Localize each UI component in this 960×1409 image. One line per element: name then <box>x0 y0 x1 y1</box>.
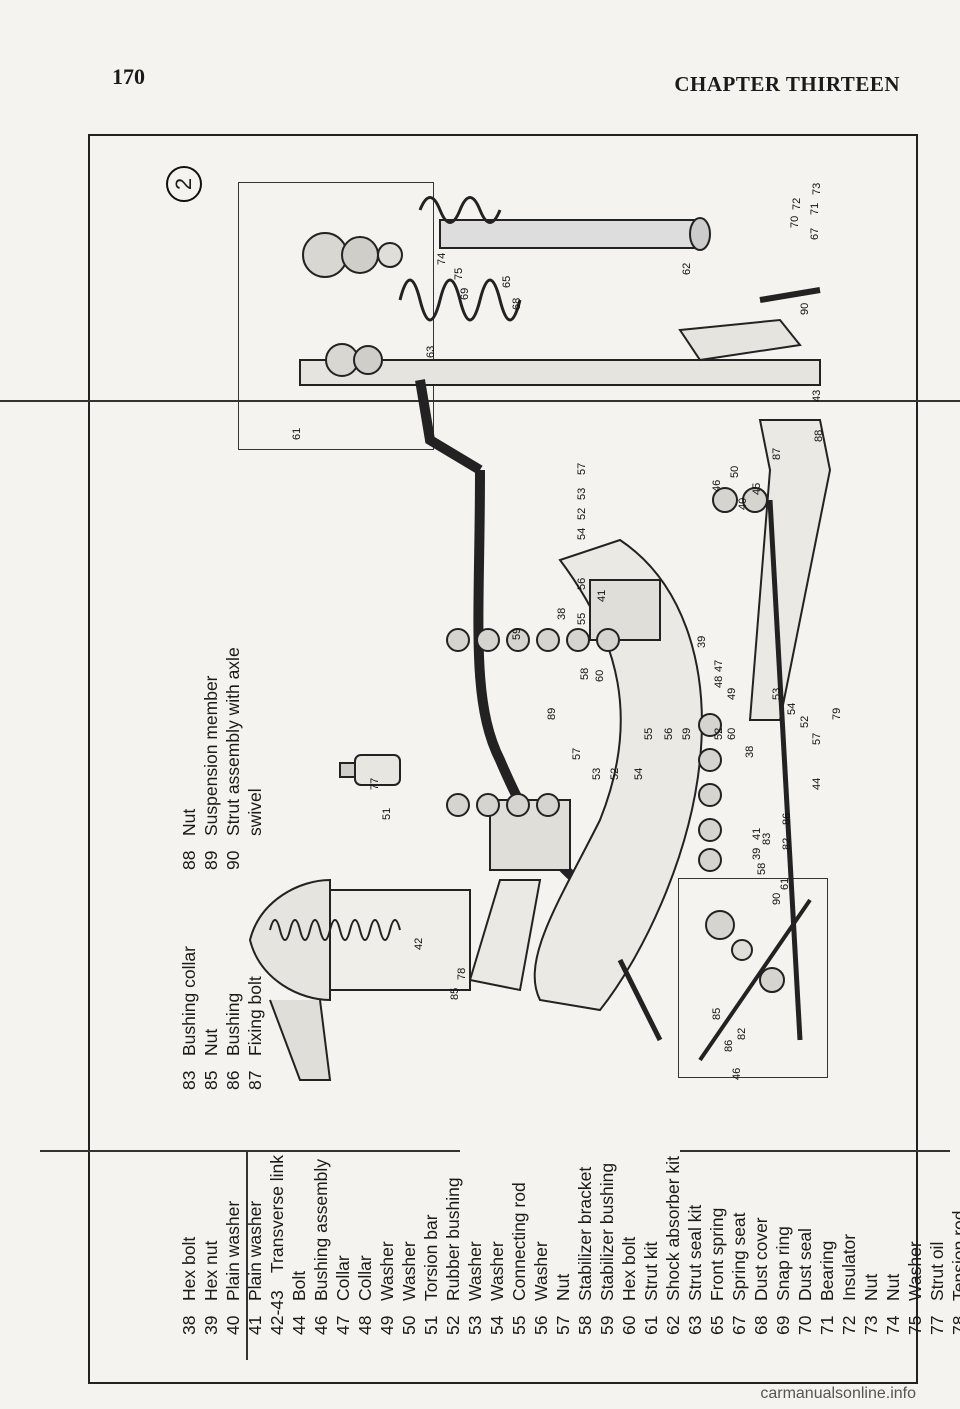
callout-label: 82 <box>736 1028 748 1040</box>
callout-label: 88 <box>813 430 825 442</box>
callout-label: 52 <box>576 508 588 520</box>
legend-divider-right <box>680 1150 950 1152</box>
callout-label: 68 <box>511 298 523 310</box>
callout-label: 57 <box>571 748 583 760</box>
callout-label: 57 <box>576 463 588 475</box>
callout-label: 67 <box>809 228 821 240</box>
callout-label: 40 <box>737 498 749 510</box>
suspension-member <box>489 538 703 1012</box>
callout-label: 54 <box>576 528 588 540</box>
callout-label: 52 <box>799 716 811 728</box>
callout-label: 59 <box>511 628 523 640</box>
callout-label: 39 <box>696 636 708 648</box>
callout-label: 45 <box>751 483 763 495</box>
legend-divider-left <box>40 1150 460 1152</box>
callout-label: 59 <box>681 728 693 740</box>
callout-label: 55 <box>576 613 588 625</box>
callout-label: 61 <box>291 428 303 440</box>
page-number: 170 <box>112 64 145 89</box>
callout-label: 79 <box>831 708 843 720</box>
legend-divider-top <box>0 400 960 402</box>
callout-label: 87 <box>771 448 783 460</box>
callout-label: 83 <box>761 833 773 845</box>
callout-label: 71 <box>809 203 821 215</box>
callout-label: 38 <box>556 608 568 620</box>
callout-label: 74 <box>436 253 448 265</box>
callout-label: 78 <box>456 968 468 980</box>
figure-frame <box>88 134 918 1384</box>
callout-label: 70 <box>789 216 801 228</box>
callout-label: 55 <box>643 728 655 740</box>
callout-label: 56 <box>663 728 675 740</box>
callout-label: 65 <box>501 276 513 288</box>
callout-label: 85 <box>711 1008 723 1020</box>
bushing-inset-box <box>678 878 828 1078</box>
callout-label: 86 <box>781 813 793 825</box>
callout-label: 69 <box>459 288 471 300</box>
callout-label: 47 <box>713 660 725 672</box>
callout-label: 41 <box>596 590 608 602</box>
callout-label: 53 <box>591 768 603 780</box>
callout-label: 46 <box>711 480 723 492</box>
callout-label: 77 <box>369 778 381 790</box>
callout-label: 57 <box>811 733 823 745</box>
strut-oil-bottle <box>339 754 401 786</box>
callout-label: 48 <box>713 676 725 688</box>
tension-rod <box>617 499 803 1042</box>
callout-label: 60 <box>594 670 606 682</box>
bushing-stacks <box>446 487 768 872</box>
callout-label: 52 <box>609 768 621 780</box>
callout-label: 90 <box>799 303 811 315</box>
callout-label: 61 <box>779 878 791 890</box>
callout-label: 39 <box>751 848 763 860</box>
callout-label: 85 <box>449 988 461 1000</box>
callout-label: 41 <box>751 828 763 840</box>
callout-label: 50 <box>729 466 741 478</box>
watermark: carmanualsonline.info <box>760 1385 916 1402</box>
callout-label: 72 <box>791 198 803 210</box>
callout-label: 63 <box>425 346 437 358</box>
callout-label: 53 <box>576 488 588 500</box>
callout-label: 38 <box>744 746 756 758</box>
legend-column-rule <box>246 1150 248 1360</box>
callout-label: 58 <box>756 863 768 875</box>
callout-labels: 73 72 71 70 67 90 62 74 75 69 65 68 63 61 43 88 87 50 45 46… <box>291 183 843 1080</box>
callout-label: 46 <box>731 1068 743 1080</box>
upper-strut-assembly <box>299 196 821 386</box>
callout-label: 90 <box>771 893 783 905</box>
callout-label: 42 <box>413 938 425 950</box>
transverse-link <box>468 419 832 992</box>
callout-label: 44 <box>811 778 823 790</box>
callout-label: 60 <box>726 728 738 740</box>
lower-strut-assembly <box>248 878 471 1081</box>
callout-label: 51 <box>381 808 393 820</box>
bushing-inset-detail <box>698 898 812 1062</box>
callout-label: 86 <box>723 1040 735 1052</box>
callout-label: 62 <box>681 263 693 275</box>
callout-label: 43 <box>811 390 823 402</box>
callout-label: 53 <box>771 688 783 700</box>
callout-label: 52 <box>713 728 725 740</box>
callout-label: 56 <box>576 578 588 590</box>
callout-label: 73 <box>811 183 823 195</box>
callout-label: 89 <box>546 708 558 720</box>
callout-label: 58 <box>579 668 591 680</box>
callout-label: 82 <box>781 838 793 850</box>
chapter-title: CHAPTER THIRTEEN <box>674 72 900 96</box>
callout-label: 54 <box>633 768 645 780</box>
callout-label: 49 <box>726 688 738 700</box>
callout-label: 75 <box>453 268 465 280</box>
callout-label: 54 <box>786 703 798 715</box>
